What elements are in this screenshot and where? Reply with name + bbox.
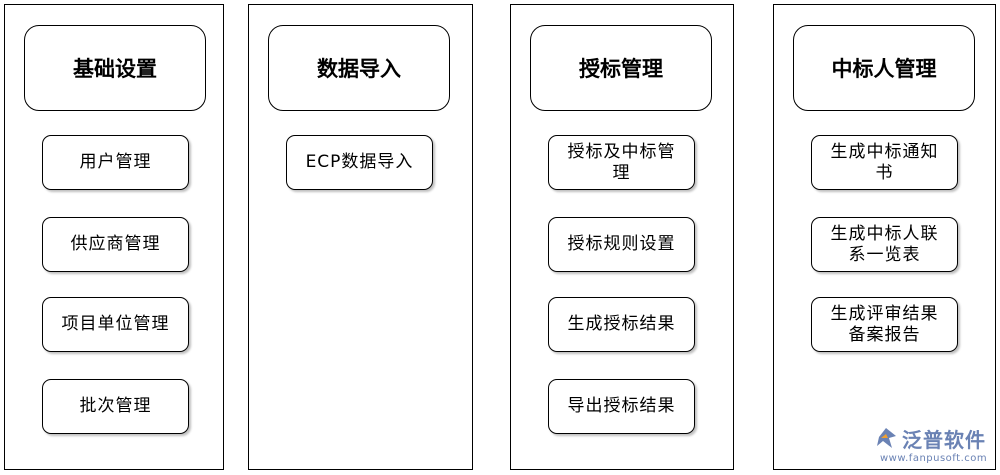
item-user-management[interactable]: 用户管理 <box>42 135 189 190</box>
column-data-import: 数据导入 ECP数据导入 <box>248 4 473 470</box>
watermark-url: www.fanpusoft.com <box>880 453 988 464</box>
column-winner-management: 中标人管理 生成中标通知书 生成中标人联系一览表 生成评审结果备案报告 <box>773 4 996 470</box>
item-generate-winner-contact-list[interactable]: 生成中标人联系一览表 <box>811 217 958 272</box>
column-basic-settings: 基础设置 用户管理 供应商管理 项目单位管理 批次管理 <box>4 4 224 470</box>
column-header: 基础设置 <box>24 25 206 111</box>
item-award-and-winning-management[interactable]: 授标及中标管理 <box>548 135 695 190</box>
watermark: 泛普软件 www.fanpusoft.com <box>868 422 996 468</box>
fanpu-logo-icon <box>877 428 896 448</box>
watermark-brand-name: 泛普软件 <box>902 428 986 452</box>
item-generate-award-results[interactable]: 生成授标结果 <box>548 297 695 352</box>
column-header: 授标管理 <box>530 25 712 111</box>
item-ecp-data-import[interactable]: ECP数据导入 <box>286 135 433 190</box>
item-generate-review-filing-report[interactable]: 生成评审结果备案报告 <box>811 297 958 352</box>
item-export-award-results[interactable]: 导出授标结果 <box>548 379 695 434</box>
item-award-rule-settings[interactable]: 授标规则设置 <box>548 217 695 272</box>
column-header: 数据导入 <box>268 25 450 111</box>
item-supplier-management[interactable]: 供应商管理 <box>42 217 189 272</box>
column-header: 中标人管理 <box>793 25 975 111</box>
item-project-unit-management[interactable]: 项目单位管理 <box>42 297 189 352</box>
column-award-management: 授标管理 授标及中标管理 授标规则设置 生成授标结果 导出授标结果 <box>510 4 734 470</box>
item-batch-management[interactable]: 批次管理 <box>42 379 189 434</box>
item-generate-winning-notice[interactable]: 生成中标通知书 <box>811 135 958 190</box>
